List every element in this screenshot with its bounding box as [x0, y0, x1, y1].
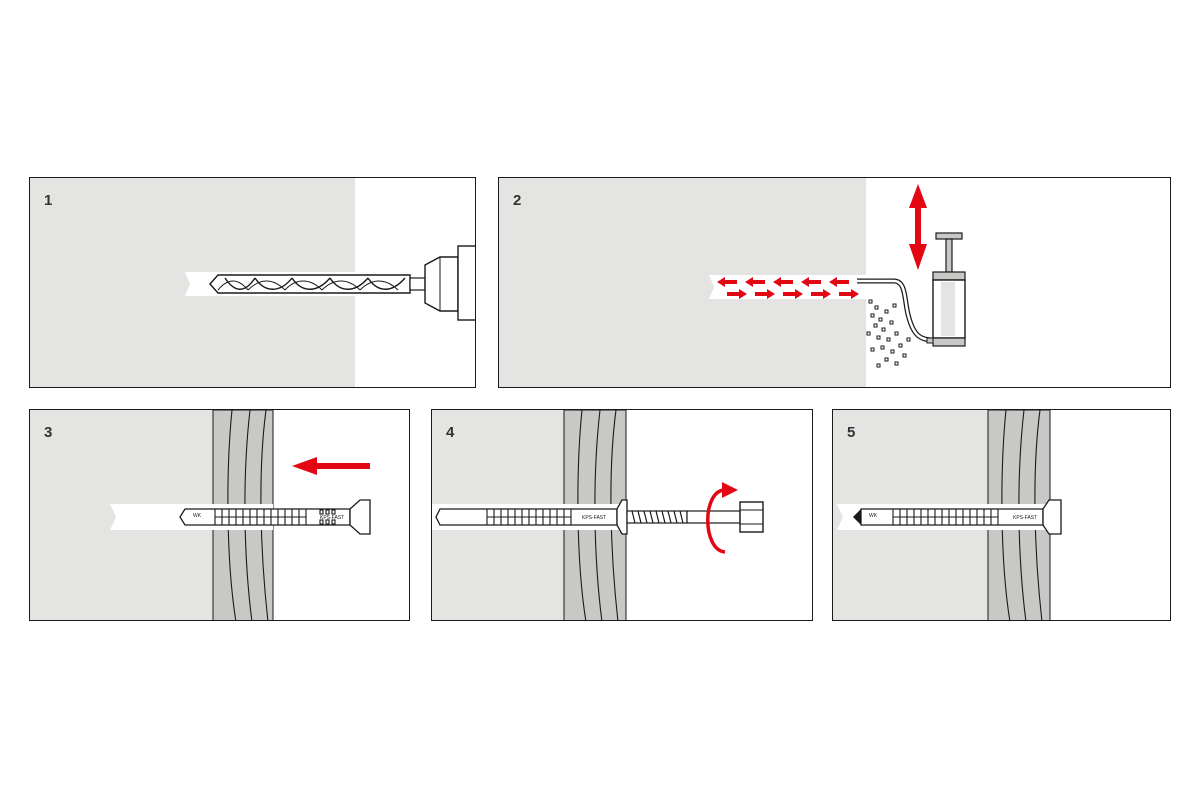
frame-anchor-installed — [853, 499, 1062, 535]
step-number: 2 — [513, 192, 522, 209]
anchor-tip-mark: WK — [869, 513, 878, 519]
frame-anchor — [435, 499, 628, 535]
step-1-illustration — [30, 178, 475, 387]
drill-dust — [866, 299, 911, 368]
step-4-panel: 4 KPS-FAST — [431, 409, 813, 621]
step-2-panel: 2 — [498, 177, 1171, 388]
anchor-tip-mark: WK — [193, 513, 202, 519]
step-2-illustration — [499, 178, 966, 387]
step-4-illustration — [432, 410, 764, 620]
anchor-product-mark: KPS-FAST — [320, 515, 345, 521]
step-number: 5 — [847, 424, 856, 441]
frame-anchor — [179, 499, 371, 535]
drill-chuck — [424, 245, 475, 321]
drill-bit — [209, 274, 426, 294]
air-flow-arrows — [717, 277, 859, 299]
step-5-illustration — [833, 410, 1062, 620]
blow-pump-hose — [857, 278, 934, 343]
anchor-screw — [626, 501, 764, 533]
step-number: 1 — [44, 192, 53, 209]
anchor-product-mark: KPS-FAST — [1013, 515, 1038, 521]
tighten-rotation-arrow — [706, 482, 738, 554]
step-number: 3 — [44, 424, 53, 441]
anchor-product-mark: KPS-FAST — [582, 515, 607, 521]
pump-stroke-arrow — [909, 184, 927, 270]
step-5-panel: 5 WK KPS-FAST — [832, 409, 1171, 621]
step-1-panel: 1 — [29, 177, 476, 388]
blow-pump — [926, 232, 966, 347]
step-3-illustration — [30, 410, 371, 620]
step-3-panel: 3 WK KPS-FAST — [29, 409, 410, 621]
step-number: 4 — [446, 424, 455, 441]
insert-arrow — [292, 457, 370, 475]
